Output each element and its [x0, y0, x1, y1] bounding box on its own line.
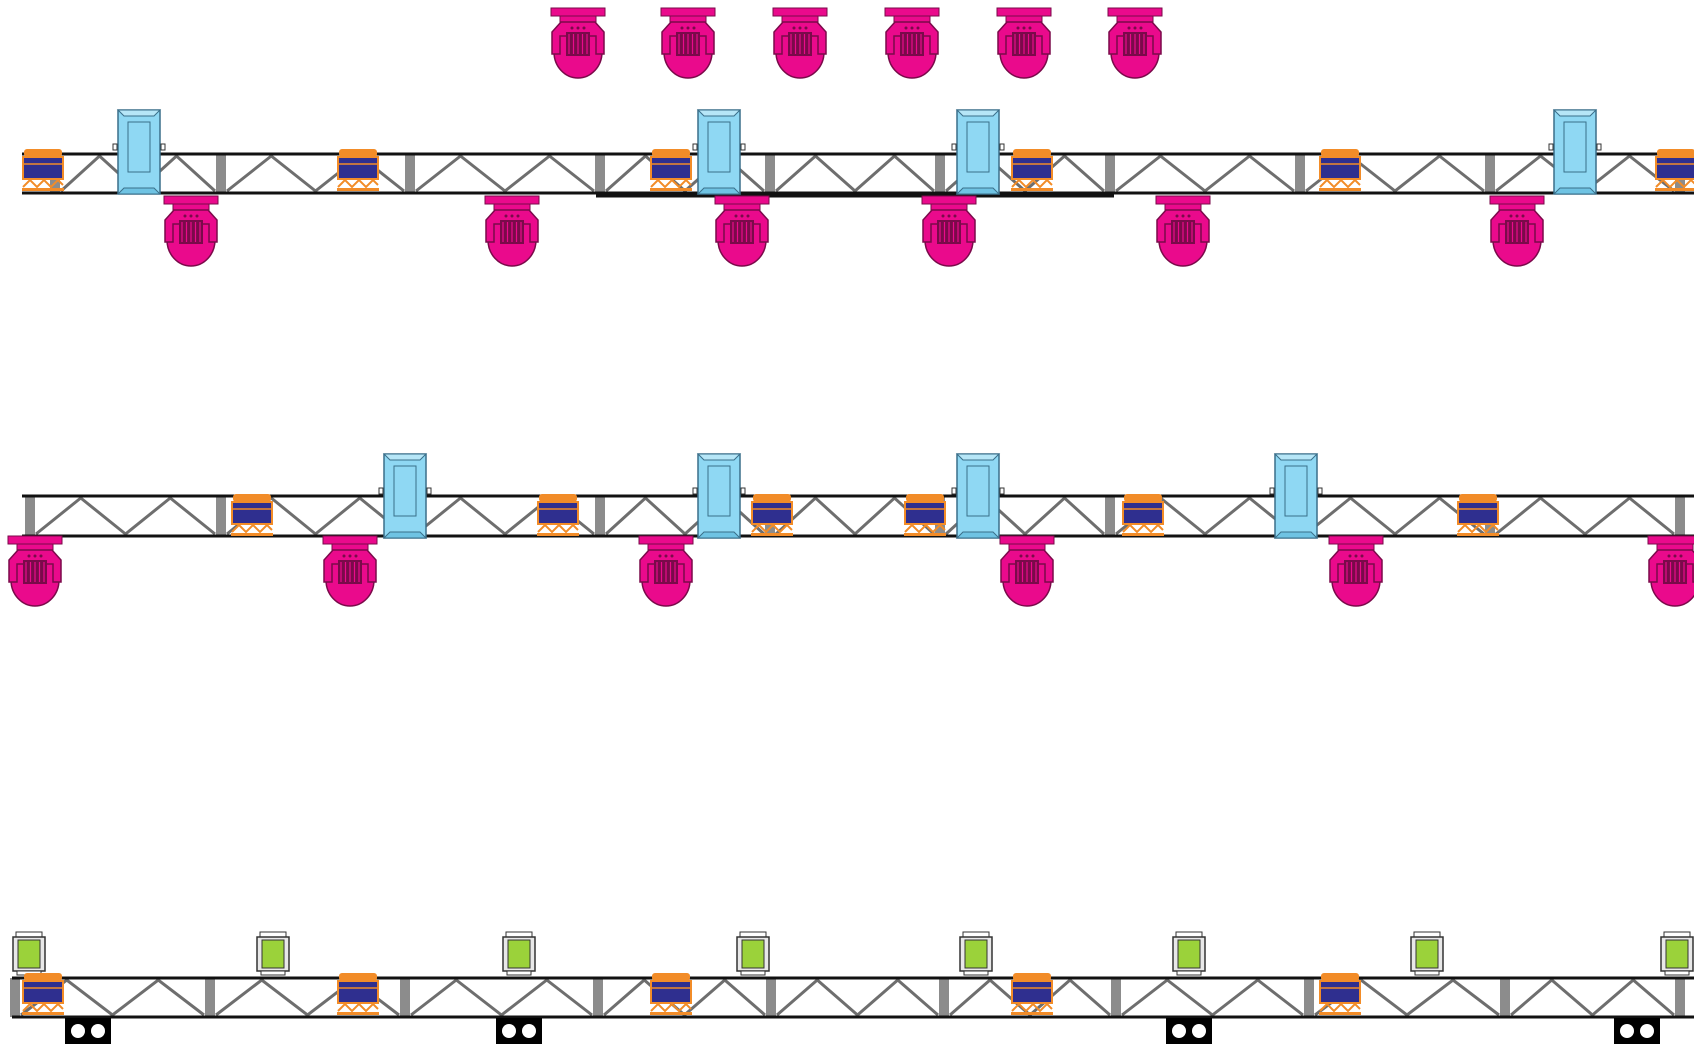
rear-truss	[10, 976, 1694, 1019]
blinder-icon	[1269, 453, 1323, 539]
moving-head-spot-icon	[1328, 535, 1384, 607]
front-truss	[22, 152, 1694, 195]
moving-head-spot-icon	[1647, 535, 1694, 607]
led-wash-icon	[904, 494, 946, 536]
chain-hoist-icon	[1166, 1018, 1212, 1044]
strobe-icon	[959, 931, 993, 976]
led-wash-icon	[1011, 973, 1053, 1015]
blinder-icon	[1548, 109, 1602, 195]
moving-head-spot-icon	[1489, 195, 1545, 267]
moving-head-spot-icon	[772, 7, 828, 79]
led-wash-icon	[1655, 149, 1694, 191]
strobe-icon	[256, 931, 290, 976]
blinder-icon	[692, 453, 746, 539]
led-wash-icon	[1319, 149, 1361, 191]
led-wash-icon	[1319, 973, 1361, 1015]
blinder-icon	[378, 453, 432, 539]
led-wash-icon	[22, 149, 64, 191]
chain-hoist-icon	[65, 1018, 111, 1044]
strobe-icon	[1660, 931, 1694, 976]
moving-head-spot-icon	[484, 195, 540, 267]
moving-head-spot-icon	[660, 7, 716, 79]
moving-head-spot-icon	[1107, 7, 1163, 79]
led-wash-icon	[22, 973, 64, 1015]
blinder-icon	[951, 453, 1005, 539]
led-wash-icon	[650, 973, 692, 1015]
moving-head-spot-icon	[999, 535, 1055, 607]
chain-hoist-icon	[496, 1018, 542, 1044]
strobe-icon	[1410, 931, 1444, 976]
moving-head-spot-icon	[714, 195, 770, 267]
led-wash-icon	[337, 149, 379, 191]
moving-head-spot-icon	[638, 535, 694, 607]
blinder-icon	[692, 109, 746, 195]
led-wash-icon	[1011, 149, 1053, 191]
blinder-icon	[112, 109, 166, 195]
chain-hoist-icon	[1614, 1018, 1660, 1044]
strobe-icon	[12, 931, 46, 976]
blinder-icon	[951, 109, 1005, 195]
led-wash-icon	[650, 149, 692, 191]
strobe-icon	[502, 931, 536, 976]
moving-head-spot-icon	[7, 535, 63, 607]
fixtures-layer	[7, 7, 1694, 1044]
moving-head-spot-icon	[996, 7, 1052, 79]
strobe-icon	[1172, 931, 1206, 976]
moving-head-spot-icon	[163, 195, 219, 267]
led-wash-icon	[1457, 494, 1499, 536]
moving-head-spot-icon	[921, 195, 977, 267]
moving-head-spot-icon	[322, 535, 378, 607]
strobe-icon	[736, 931, 770, 976]
truss-layer	[10, 152, 1694, 1019]
moving-head-spot-icon	[884, 7, 940, 79]
led-wash-icon	[1122, 494, 1164, 536]
led-wash-icon	[537, 494, 579, 536]
moving-head-spot-icon	[550, 7, 606, 79]
led-wash-icon	[231, 494, 273, 536]
moving-head-spot-icon	[1155, 195, 1211, 267]
led-wash-icon	[751, 494, 793, 536]
led-wash-icon	[337, 973, 379, 1015]
